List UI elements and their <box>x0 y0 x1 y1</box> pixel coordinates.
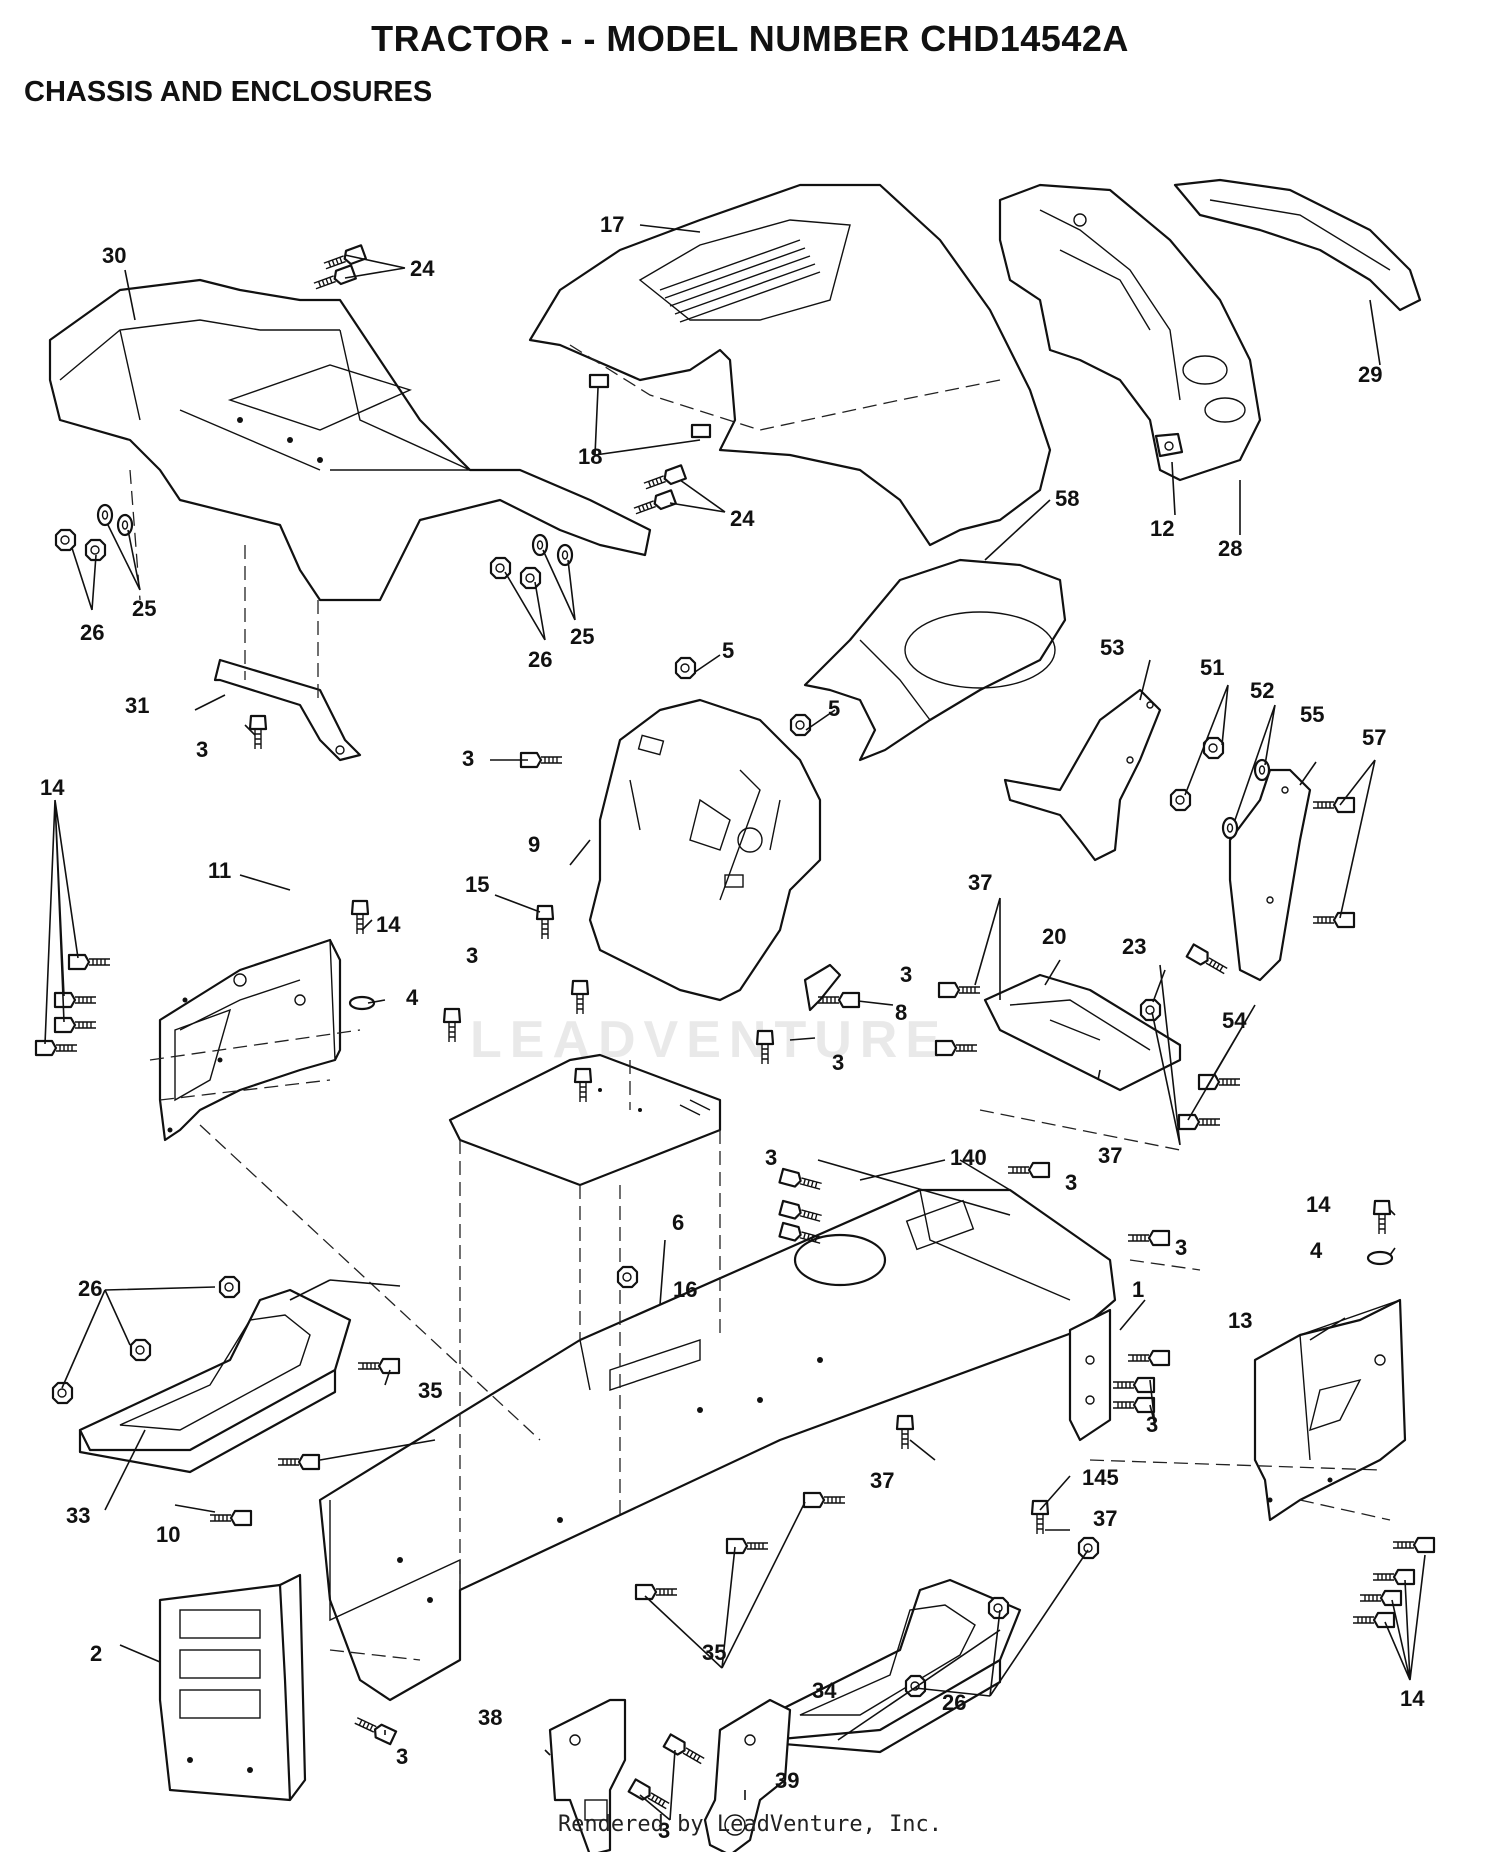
callout-9: 9 <box>528 832 540 857</box>
left-side-panel-part <box>158 938 342 1142</box>
front-bracket-part <box>1068 1308 1112 1442</box>
callout-55: 55 <box>1300 702 1324 727</box>
callout-145: 145 <box>1082 1465 1119 1490</box>
hood-stop-part <box>588 373 610 389</box>
hood-stop-part <box>690 423 712 439</box>
callout-20: 20 <box>1042 924 1066 949</box>
step-plate-part <box>448 1053 722 1187</box>
callout-17: 17 <box>600 212 624 237</box>
callout-3: 3 <box>1065 1170 1077 1195</box>
right-footrest-part <box>758 1578 1022 1754</box>
right-side-panel-part <box>1253 1298 1407 1522</box>
callout-26: 26 <box>528 647 552 672</box>
callout-5: 5 <box>722 638 734 663</box>
callout-3: 3 <box>196 737 208 762</box>
callout-18: 18 <box>578 444 602 469</box>
callout-58: 58 <box>1055 486 1079 511</box>
diagram-title: TRACTOR - - MODEL NUMBER CHD14542A <box>371 18 1129 59</box>
callout-labels: 30 24 17 29 18 24 12 28 58 26 25 26 25 5… <box>40 212 1425 1843</box>
callout-37: 37 <box>1098 1143 1122 1168</box>
callout-29: 29 <box>1358 362 1382 387</box>
bracket-39-part <box>703 1698 792 1852</box>
callout-14: 14 <box>1400 1686 1425 1711</box>
diagram-subtitle: CHASSIS AND ENCLOSURES <box>24 76 433 108</box>
left-footrest-part <box>78 1288 352 1474</box>
headlight-lens-part <box>1173 178 1422 312</box>
callout-52: 52 <box>1250 678 1274 703</box>
callout-14: 14 <box>1306 1192 1331 1217</box>
callout-31: 31 <box>125 693 149 718</box>
callout-3: 3 <box>658 1818 670 1843</box>
callout-3: 3 <box>396 1744 408 1769</box>
callout-16: 16 <box>673 1277 697 1302</box>
callout-51: 51 <box>1200 655 1224 680</box>
callout-33: 33 <box>66 1503 90 1528</box>
callout-3: 3 <box>1146 1412 1158 1437</box>
bracket-53-part <box>1003 688 1162 862</box>
callout-38: 38 <box>478 1705 502 1730</box>
hood-part <box>528 183 1052 547</box>
callout-3: 3 <box>900 962 912 987</box>
callout-3: 3 <box>466 943 478 968</box>
callout-14: 14 <box>376 912 401 937</box>
callout-26: 26 <box>78 1276 102 1301</box>
shield-58-part <box>803 558 1067 762</box>
callout-6: 6 <box>672 1210 684 1235</box>
callout-35: 35 <box>418 1378 442 1403</box>
callout-10: 10 <box>156 1522 180 1547</box>
callout-37: 37 <box>870 1468 894 1493</box>
callout-25: 25 <box>570 624 594 649</box>
callout-34: 34 <box>812 1678 837 1703</box>
callout-53: 53 <box>1100 635 1124 660</box>
bracket-20-part <box>983 973 1182 1092</box>
callout-3: 3 <box>832 1050 844 1075</box>
callout-54: 54 <box>1222 1008 1247 1033</box>
callout-37: 37 <box>968 870 992 895</box>
grille-part <box>998 183 1262 482</box>
callout-4: 4 <box>406 985 419 1010</box>
clip-nut-part <box>1154 432 1184 458</box>
callout-8: 8 <box>895 1000 907 1025</box>
callout-39: 39 <box>775 1768 799 1793</box>
bracket-55-part <box>1228 768 1312 982</box>
bracket-38-part <box>548 1698 627 1852</box>
front-plate-part <box>158 1573 307 1802</box>
footer-credit: Rendered by LeadVenture, Inc. <box>557 1812 943 1837</box>
callout-1: 1 <box>1132 1277 1144 1302</box>
callout-28: 28 <box>1218 536 1242 561</box>
leadventure-watermark: LEADVENTURE <box>470 1011 949 1069</box>
callout-37: 37 <box>1093 1506 1117 1531</box>
callout-15: 15 <box>465 872 489 897</box>
callout-23: 23 <box>1122 934 1146 959</box>
callout-25: 25 <box>132 596 156 621</box>
callout-35: 35 <box>702 1640 726 1665</box>
rear-fender-part <box>48 278 652 602</box>
callout-13: 13 <box>1228 1308 1252 1333</box>
clip-8-part <box>803 963 842 1012</box>
bracket-31-part <box>213 658 362 762</box>
callout-3: 3 <box>462 746 474 771</box>
callout-14: 14 <box>40 775 65 800</box>
callout-26: 26 <box>942 1690 966 1715</box>
callout-26: 26 <box>80 620 104 645</box>
callout-2: 2 <box>90 1641 102 1666</box>
callout-11: 11 <box>208 858 231 883</box>
callout-24: 24 <box>410 256 435 281</box>
hardware-washers-4 <box>348 995 1394 1266</box>
callout-4: 4 <box>1310 1238 1323 1263</box>
leader-lines <box>44 224 1426 1821</box>
callout-12: 12 <box>1150 516 1174 541</box>
assembly-lines <box>129 469 1391 1661</box>
callout-3: 3 <box>765 1145 777 1170</box>
main-frame-part <box>318 1188 1117 1702</box>
callout-57: 57 <box>1362 725 1386 750</box>
callout-5: 5 <box>828 696 840 721</box>
callout-140: 140 <box>950 1145 987 1170</box>
callout-30: 30 <box>102 243 126 268</box>
callout-24: 24 <box>730 506 755 531</box>
dash-panel-part <box>588 698 822 1002</box>
callout-3: 3 <box>1175 1235 1187 1260</box>
